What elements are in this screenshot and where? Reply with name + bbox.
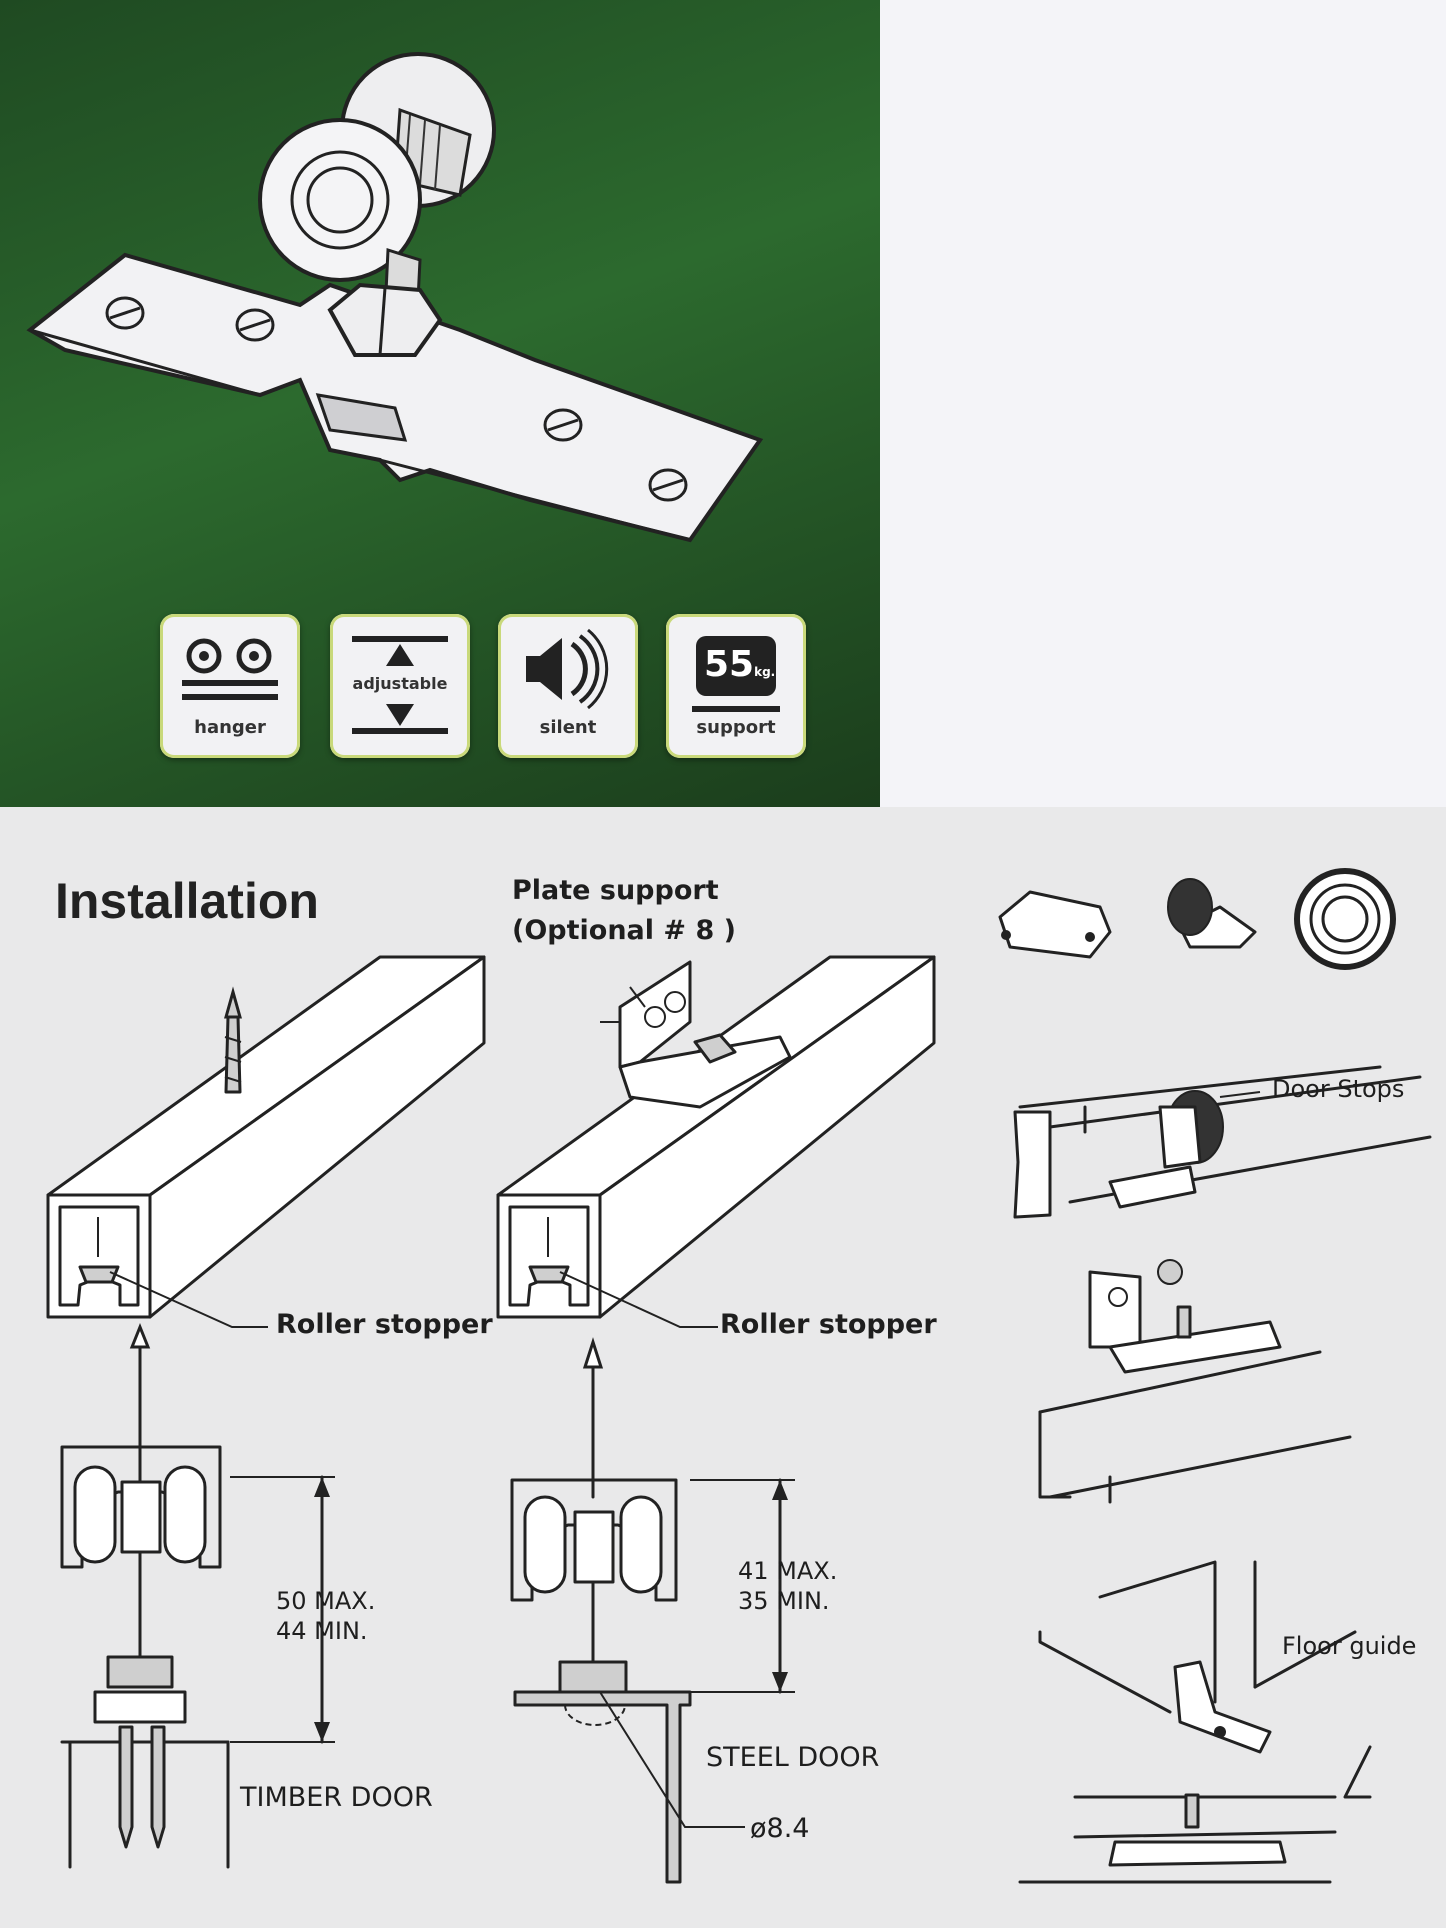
hole-diameter-label: ø8.4 <box>750 1813 810 1844</box>
steel-dim-max: 41 MAX. <box>738 1557 838 1585</box>
floor-guide-drawing <box>1018 1560 1372 1884</box>
floor-guide-label: Floor guide <box>1282 1632 1417 1660</box>
door-stops-drawing <box>1013 1065 1432 1219</box>
installation-drawings <box>46 868 1432 1884</box>
right-track-drawing <box>496 955 936 1328</box>
adjustable-icon <box>352 636 448 734</box>
plate-support-optional: (Optional # 8 ) <box>512 915 736 946</box>
door-stop-parts <box>998 868 1396 970</box>
installation-title: Installation <box>55 873 319 929</box>
timber-dim-min: 44 MIN. <box>276 1617 368 1645</box>
hanger-label: hanger <box>194 717 266 738</box>
weight-icon <box>692 636 780 712</box>
support-label: support <box>696 717 776 738</box>
steel-dim-min: 35 MIN. <box>738 1587 830 1615</box>
hanger-icon <box>182 638 278 700</box>
silent-badge: silent <box>498 614 638 758</box>
steel-door-label: STEEL DOOR <box>706 1742 880 1773</box>
timber-dim-max: 50 MAX. <box>276 1587 376 1615</box>
speaker-silent-icon <box>526 628 609 710</box>
adjustable-label: adjustable <box>352 674 448 693</box>
hanger-badge: hanger <box>160 614 300 758</box>
blank-area <box>880 0 1446 807</box>
roller-stopper-right-label: Roller stopper <box>720 1309 937 1340</box>
adjustable-badge: adjustable <box>330 614 470 758</box>
timber-door-section <box>60 1322 335 1869</box>
support-value: 55kg. <box>704 644 776 685</box>
plate-support-label: Plate support <box>512 875 719 906</box>
roller-hanger-illustration <box>26 52 764 543</box>
left-track-drawing <box>46 955 486 1328</box>
plate-support-drawing <box>1038 1259 1352 1504</box>
support-badge: 55kg. support <box>666 614 806 758</box>
timber-door-label: TIMBER DOOR <box>240 1782 433 1813</box>
installation-sheet: Installation Plate support (Optional # 8… <box>0 807 1446 1928</box>
product-panel: hanger adjustable silent 55kg. support <box>0 0 880 807</box>
roller-stopper-left-label: Roller stopper <box>276 1309 493 1340</box>
silent-label: silent <box>539 717 597 738</box>
door-stops-label: Door Stops <box>1272 1075 1405 1103</box>
steel-door-section <box>510 1337 795 1884</box>
